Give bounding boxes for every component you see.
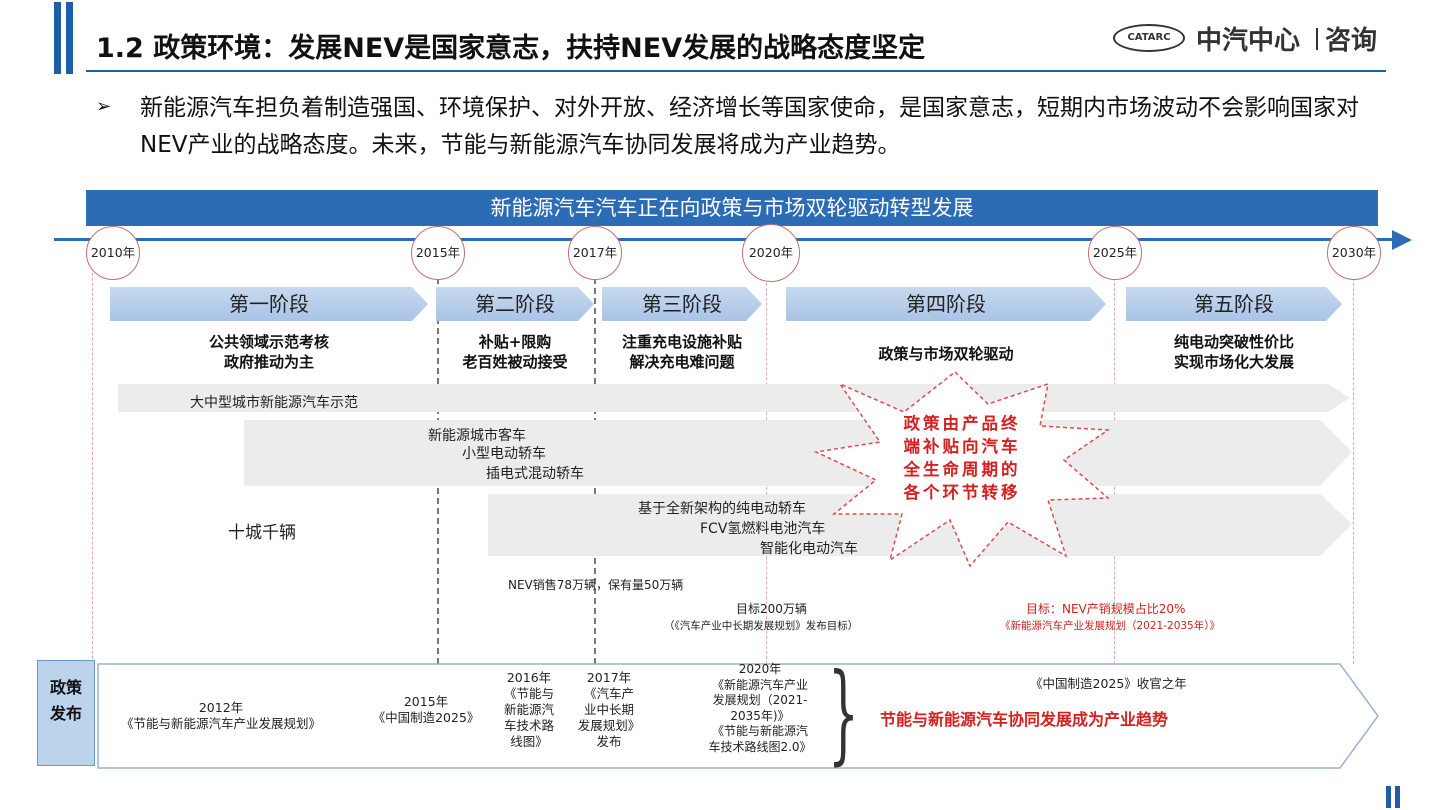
band-2-item-2: 小型电动轿车 xyxy=(462,446,546,462)
target-2020-title: 目标200万辆 xyxy=(736,602,807,616)
policy-2015-doc: 《中国制造2025》 xyxy=(372,710,480,725)
policy-2017: 2017年 《汽车产 业中长期 发展规划》 发布 xyxy=(568,670,650,750)
policy-2017-line2: 《汽车产 xyxy=(583,686,634,701)
stage-4-desc: 政策与市场双轮驱动 xyxy=(786,344,1106,364)
stage-5-desc-line2: 实现市场化大发展 xyxy=(1173,353,1294,371)
band-2 xyxy=(244,420,1352,486)
bullet-text: 新能源汽车担负着制造强国、环境保护、对外开放、经济增长等国家使命，是国家意志，短… xyxy=(140,95,1359,158)
policy-2017-line5: 发布 xyxy=(596,734,622,749)
policy-2016-line5: 线图》 xyxy=(510,734,548,749)
year-line-2030 xyxy=(1353,258,1354,664)
policy-conclusion: 节能与新能源汽车协同发展成为产业趋势 xyxy=(880,710,1169,729)
band-3-item-1: 基于全新架构的纯电动轿车 xyxy=(638,501,806,517)
policy-2012-year: 2012年 xyxy=(198,700,244,715)
burst-shape xyxy=(813,371,1111,568)
band-3-item-3: 智能化电动汽车 xyxy=(760,541,858,557)
made-in-china-end: 《中国制造2025》收官之年 xyxy=(1030,676,1187,691)
policy-2012-doc: 《节能与新能源汽车产业发展规划》 xyxy=(120,716,321,731)
burst-line-3: 全生命周期的 xyxy=(903,460,1021,479)
target-2017: NEV销售78万辆，保有量50万辆 xyxy=(508,578,684,592)
logo-name: 中汽中心 xyxy=(1196,26,1301,56)
year-2020: 2020年 xyxy=(742,224,800,282)
burst-line-4: 各个环节转移 xyxy=(903,483,1021,502)
banner: 新能源汽车汽车正在向政策与市场双轮驱动转型发展 xyxy=(86,190,1378,226)
page-title: 1.2 政策环境：发展NEV是国家意志，扶持NEV发展的战略态度坚定 xyxy=(96,33,926,64)
stage-5-desc-line1: 纯电动突破性价比 xyxy=(1173,333,1294,351)
corner-mark-1 xyxy=(1386,786,1391,808)
stage-3-desc-line2: 解决充电难问题 xyxy=(629,353,735,371)
stage-4: 第四阶段 xyxy=(786,287,1106,321)
year-2017: 2017年 xyxy=(568,226,622,280)
policy-2020-line3: 发展规划（2021- xyxy=(712,693,808,707)
stage-3-desc: 注重充电设施补贴 解决充电难问题 xyxy=(602,332,762,372)
timeline-arrow-icon xyxy=(1392,230,1412,250)
band-2-item-3: 插电式混动轿车 xyxy=(486,466,584,482)
policy-2020-line2: 《新能源汽车产业 xyxy=(711,677,808,692)
stage-2-desc-line1: 补贴+限购 xyxy=(478,333,552,351)
ten-cities-label: 十城千辆 xyxy=(228,523,296,543)
policy-2020-line4: 2035年)》 xyxy=(730,708,790,723)
year-line-2010 xyxy=(92,258,93,664)
band-1-label: 大中型城市新能源汽车示范 xyxy=(190,395,358,411)
target-2025-title: 目标：NEV产销规模占比20% xyxy=(1026,602,1186,616)
policy-2020-line5: 《节能与新能源汽 xyxy=(711,724,808,738)
stage-3: 第三阶段 xyxy=(602,287,762,321)
policy-2020: 2020年 《新能源汽车产业 发展规划（2021- 2035年)》 《节能与新能… xyxy=(694,662,826,755)
stage-2: 第二阶段 xyxy=(436,287,594,321)
burst-text: 政策由产品终 端补贴向汽车 全生命周期的 各个环节转移 xyxy=(872,412,1052,504)
policy-2012: 2012年 《节能与新能源汽车产业发展规划》 xyxy=(106,700,336,732)
title-rule xyxy=(86,70,1386,72)
timeline-axis xyxy=(54,238,1396,241)
year-2030: 2030年 xyxy=(1327,226,1381,280)
policy-2020-line1: 2020年 xyxy=(738,662,782,676)
policy-2015-year: 2015年 xyxy=(403,694,449,709)
policy-label: 政策 发布 xyxy=(37,660,95,766)
year-2015: 2015年 xyxy=(411,226,465,280)
stage-1-desc-line2: 政府推动为主 xyxy=(223,353,314,371)
year-2025: 2025年 xyxy=(1088,226,1142,280)
policy-2015: 2015年 《中国制造2025》 xyxy=(360,694,492,726)
catarc-logo: CATARC xyxy=(1113,24,1185,52)
stage-2-desc: 补贴+限购 老百姓被动接受 xyxy=(436,332,594,372)
stage-5-desc: 纯电动突破性价比 实现市场化大发展 xyxy=(1126,332,1342,372)
burst-line-1: 政策由产品终 xyxy=(903,414,1021,433)
policy-2017-line4: 发展规划》 xyxy=(577,718,641,733)
stage-5: 第五阶段 xyxy=(1126,287,1342,321)
header-accent-bar-2 xyxy=(66,2,73,74)
header-accent-bar-1 xyxy=(54,2,61,74)
logo-separator xyxy=(1316,28,1318,50)
policy-2017-line3: 业中长期 xyxy=(583,702,634,717)
right-brace-icon: } xyxy=(828,651,859,776)
policy-2016-line3: 新能源汽 xyxy=(503,702,554,717)
policy-2016: 2016年 《节能与 新能源汽 车技术路 线图》 xyxy=(494,670,564,750)
bullet-arrow-icon: ➢ xyxy=(96,96,112,117)
year-2010: 2010年 xyxy=(86,226,140,280)
policy-2016-line4: 车技术路 xyxy=(503,718,554,733)
stage-1-desc: 公共领域示范考核 政府推动为主 xyxy=(110,332,428,372)
policy-label-line1: 政策 xyxy=(49,678,82,697)
policy-label-line2: 发布 xyxy=(49,704,82,723)
band-2-item-1: 新能源城市客车 xyxy=(428,428,526,444)
stage-4-desc-line1: 政策与市场双轮驱动 xyxy=(878,345,1014,363)
policy-arrow-box xyxy=(97,663,1379,769)
policy-2017-line1: 2017年 xyxy=(586,670,632,685)
stage-2-desc-line2: 老百姓被动接受 xyxy=(462,353,568,371)
stage-1: 第一阶段 xyxy=(110,287,428,321)
burst-line-2: 端补贴向汽车 xyxy=(903,437,1021,456)
target-2020-note: （《汽车产业中长期发展规划》发布目标） xyxy=(664,620,859,632)
policy-2016-line2: 《节能与 xyxy=(503,686,554,701)
stage-3-desc-line1: 注重充电设施补贴 xyxy=(621,333,742,351)
policy-2020-line6: 车技术路线图2.0》 xyxy=(708,739,812,754)
band-3-item-2: FCV氢燃料电池汽车 xyxy=(700,521,826,537)
corner-mark-2 xyxy=(1395,786,1400,808)
stage-1-desc-line1: 公共领域示范考核 xyxy=(208,333,329,351)
target-2025-note: 《新能源汽车产业发展规划（2021-2035年）》 xyxy=(1000,620,1220,632)
policy-2016-line1: 2016年 xyxy=(506,670,552,685)
logo-sub: 咨询 xyxy=(1325,26,1378,56)
